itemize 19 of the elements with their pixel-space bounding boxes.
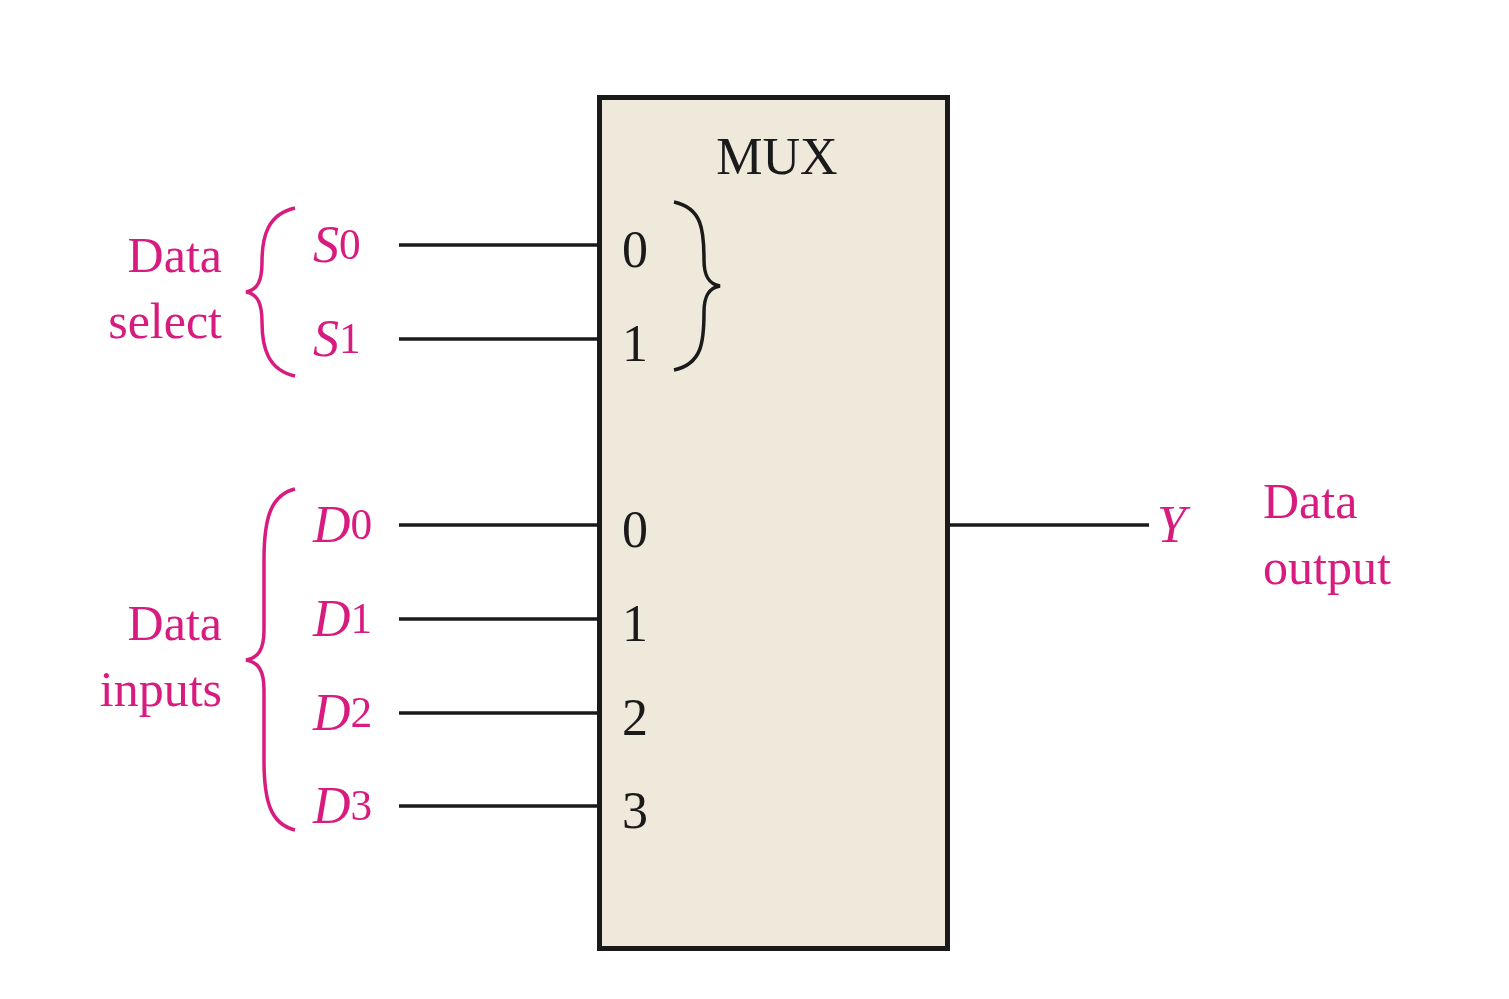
block-title: MUX [716,131,838,183]
pin-number: 2 [622,692,648,744]
signal-label: Y [1149,495,1219,555]
pin-number: 0 [622,224,648,276]
signal-line [399,243,597,247]
signal-line [399,711,597,715]
pin-number: 3 [622,785,648,837]
pin-number: 0 [622,504,648,556]
signal-line [399,337,597,341]
group-label: Data inputs [98,594,222,719]
signal-line [399,804,597,808]
signal-line [950,523,1149,527]
multiplexer-block [597,95,950,951]
group-label: Data select [107,226,222,351]
pin-number: 1 [622,598,648,650]
signal-line [399,617,597,621]
group-label: Data output [1263,472,1392,597]
signal-line [399,523,597,527]
pin-number: 1 [622,318,648,370]
